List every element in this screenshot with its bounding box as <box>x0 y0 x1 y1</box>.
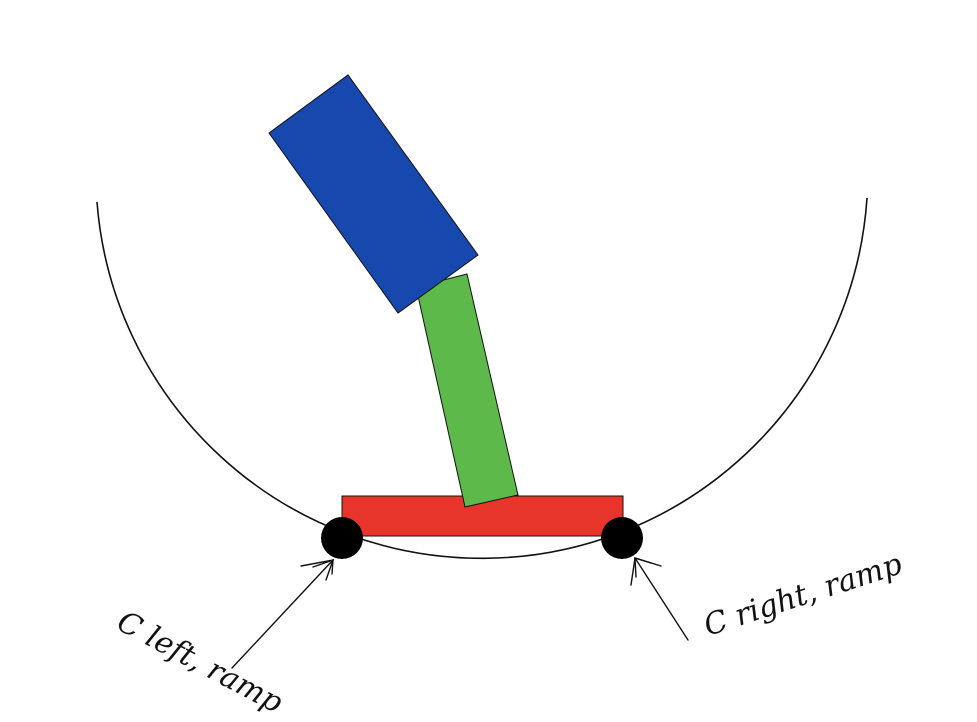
left-contact-arrow <box>231 558 335 669</box>
ramp-arc <box>96 197 868 560</box>
left-contact-label: C left, ramp <box>111 604 288 720</box>
lower-link <box>415 273 519 508</box>
left-wheel <box>321 517 363 559</box>
right-contact-arrow <box>630 557 689 641</box>
right-contact-label: C right, ramp <box>700 547 907 644</box>
upper-link <box>268 74 479 314</box>
right-wheel <box>601 517 643 559</box>
